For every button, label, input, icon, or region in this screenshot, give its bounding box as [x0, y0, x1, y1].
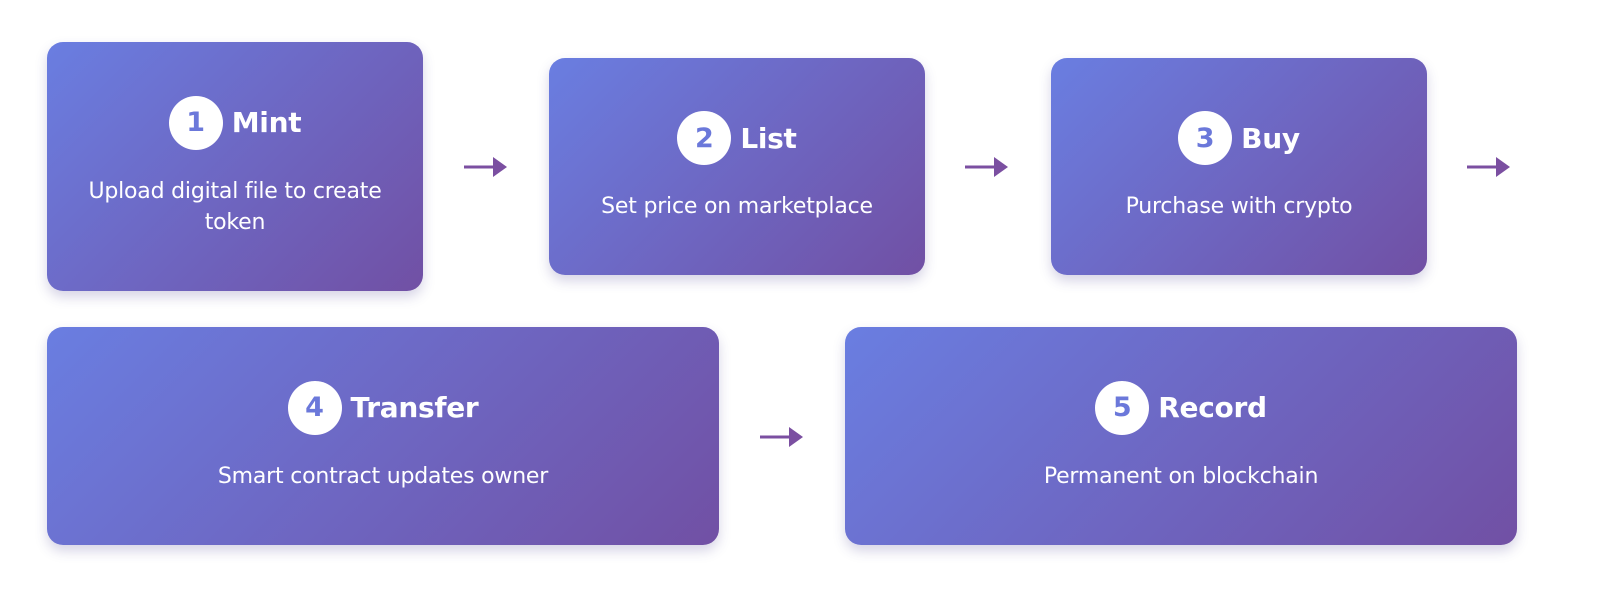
- step-number-badge: 2: [677, 111, 732, 165]
- step-description: Permanent on blockchain: [1043, 463, 1319, 489]
- step-card-transfer: 4 Transfer Smart contract updates owner: [47, 327, 719, 545]
- step-title: List: [740, 121, 797, 155]
- step-card-record: 5 Record Permanent on blockchain: [845, 327, 1517, 545]
- step-description: Purchase with crypto: [1125, 194, 1353, 219]
- step-title: Mint: [231, 106, 302, 139]
- step-card-mint: 1 Mint Upload digital file to create tok…: [47, 42, 423, 291]
- step-header: 4 Transfer: [287, 380, 479, 435]
- step-description: Smart contract updates owner: [217, 463, 549, 489]
- step-title: Buy: [1241, 121, 1300, 155]
- step-number-badge: 1: [168, 95, 223, 150]
- step-description: Upload digital file to create token: [88, 178, 382, 235]
- arrow-right-icon: [965, 157, 1008, 177]
- step-title: Transfer: [350, 391, 479, 424]
- step-header: 1 Mint: [168, 95, 302, 150]
- step-header: 2 List: [677, 111, 797, 165]
- step-card-buy: 3 Buy Purchase with crypto: [1051, 58, 1427, 275]
- step-number-badge: 3: [1178, 111, 1233, 165]
- step-number-badge: 4: [287, 380, 342, 435]
- step-card-list: 2 List Set price on marketplace: [549, 58, 925, 275]
- step-header: 3 Buy: [1178, 111, 1300, 165]
- step-number-badge: 5: [1095, 380, 1150, 435]
- step-title: Record: [1158, 391, 1267, 424]
- arrow-right-icon: [464, 157, 507, 177]
- arrow-right-icon: [760, 427, 803, 447]
- step-description: Set price on marketplace: [601, 194, 873, 219]
- step-header: 5 Record: [1095, 380, 1267, 435]
- arrow-right-icon: [1467, 157, 1510, 177]
